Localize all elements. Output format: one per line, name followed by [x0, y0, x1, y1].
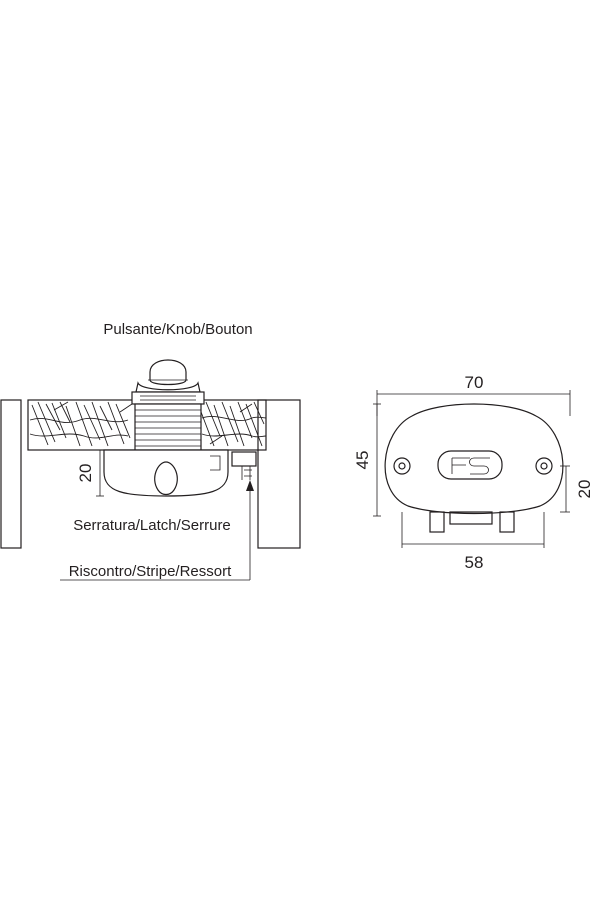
label-latch: Serratura/Latch/Serrure [73, 517, 231, 534]
left-side-panel [0, 399, 22, 549]
knob [131, 359, 205, 405]
screw-hole-right [535, 457, 553, 475]
dim-width-top-text: 70 [465, 373, 484, 392]
latch-body [103, 449, 229, 497]
dim-height-side: 20 [76, 449, 104, 497]
stripe [231, 451, 257, 480]
dim-width-bottom-text: 58 [465, 553, 484, 572]
dim-height-side-text: 20 [76, 464, 95, 483]
fs-logo [437, 450, 503, 480]
dim-height-right: 20 [560, 465, 594, 513]
dim-width-top: 70 [376, 373, 571, 416]
stripe-leader [60, 480, 254, 581]
label-stripe: Riscontro/Stripe/Ressort [69, 563, 232, 580]
dim-height-right-text: 20 [575, 480, 594, 499]
front-view: 70 45 20 58 [353, 373, 594, 572]
label-knob: Pulsante/Knob/Bouton [103, 321, 252, 338]
side-view: 20 Pulsante/Knob/Bouton Serratura/Latch/… [0, 321, 301, 581]
right-side-panel [257, 399, 301, 549]
screw-hole-left [393, 457, 411, 475]
oval-plate [384, 403, 564, 515]
dim-width-bottom: 58 [401, 512, 545, 572]
dim-height-left-text: 45 [353, 451, 372, 470]
barrel [134, 403, 202, 451]
tongue [429, 511, 515, 533]
dim-height-left: 45 [353, 403, 381, 517]
